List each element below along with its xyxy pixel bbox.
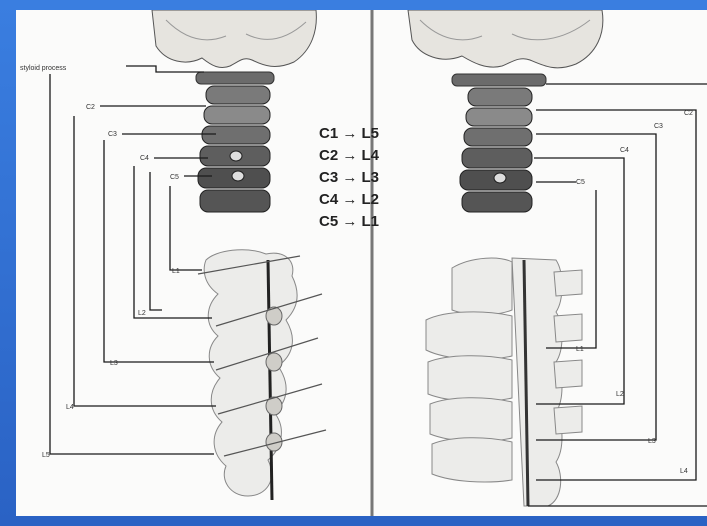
label-l3-left: L3 (110, 360, 118, 367)
skull-base-left (152, 10, 316, 68)
correspondence-legend: C1 → L5 C2 → L4 C3 → L3 C4 → L2 C5 → L1 (319, 123, 419, 233)
lumbar-vertebrae-left (204, 250, 297, 496)
correspondence-c5-l1: C5 → L1 (319, 211, 419, 233)
leader-lines-left (50, 66, 216, 454)
label-l2-left: L2 (138, 310, 146, 317)
label-c2-right: C2 (684, 110, 693, 117)
label-l4-left: L4 (66, 404, 74, 411)
skull-base-right (408, 10, 603, 68)
atlas-left (196, 72, 274, 84)
label-c5-right: C5 (576, 179, 585, 186)
cervical-vertebrae-left (198, 86, 270, 212)
label-c3-right: C3 (654, 123, 663, 130)
label-styloid-process: styloid process (20, 65, 67, 72)
label-c5-left: C5 (170, 174, 179, 181)
label-l4-right: L4 (680, 468, 688, 475)
cervical-vertebrae-right (460, 88, 532, 212)
label-c4-right: C4 (620, 147, 629, 154)
correspondence-c4-l2: C4 → L2 (319, 189, 419, 211)
label-c4-left: C4 (140, 155, 149, 162)
correspondence-c3-l3: C3 → L3 (319, 167, 419, 189)
correspondence-c2-l4: C2 → L4 (319, 145, 419, 167)
label-l3-right: L3 (648, 438, 656, 445)
label-l1-left: L1 (172, 268, 180, 275)
atlas-right (452, 74, 546, 86)
label-c3-left: C3 (108, 131, 117, 138)
label-l5-left: L5 (42, 452, 50, 459)
correspondence-c1-l5: C1 → L5 (319, 123, 419, 145)
label-l2-right: L2 (616, 391, 624, 398)
label-l1-right: L1 (576, 346, 584, 353)
labels-right: C2 C3 C4 C5 L1 L2 L3 L4 (576, 110, 693, 475)
diagram-panel: styloid process C2 C3 C4 C5 L1 L2 L3 L4 … (16, 10, 707, 516)
lumbar-vertebrae-right (426, 258, 582, 506)
labels-left: styloid process C2 C3 C4 C5 L1 L2 L3 L4 … (20, 65, 180, 459)
label-c2-left: C2 (86, 104, 95, 111)
spine-diagram: styloid process C2 C3 C4 C5 L1 L2 L3 L4 … (16, 10, 707, 516)
